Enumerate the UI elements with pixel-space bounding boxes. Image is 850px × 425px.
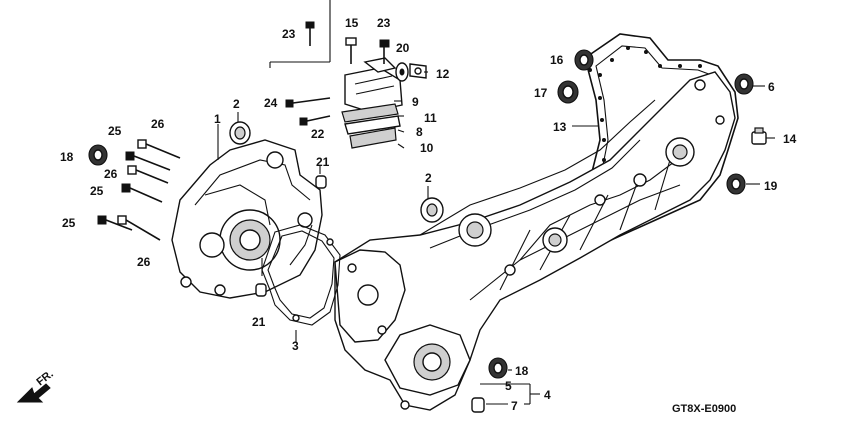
- leader-lines: [217, 0, 775, 405]
- callout-26: 26: [151, 117, 165, 131]
- callout-13: 13: [553, 120, 567, 134]
- callout-21: 21: [252, 315, 266, 329]
- crankcase-left: [171, 139, 323, 299]
- front-direction-label: FR.: [34, 368, 55, 388]
- bearing-6: [734, 73, 754, 95]
- callout-7: 7: [511, 399, 518, 413]
- callout-20: 20: [396, 41, 410, 55]
- bolt-23-left: [305, 21, 315, 46]
- callout-26: 26: [137, 255, 151, 269]
- seal-16: [574, 49, 594, 71]
- oil-seal-18-left: [88, 144, 108, 166]
- front-direction-arrow: FR.: [16, 368, 56, 403]
- callout-14: 14: [783, 132, 797, 146]
- callout-15: 15: [345, 16, 359, 30]
- callout-25: 25: [108, 124, 122, 138]
- bolt-26-lower: [117, 215, 161, 241]
- bolt-25-lower: [97, 215, 133, 231]
- bearing-17: [557, 80, 579, 104]
- callout-9: 9: [412, 95, 419, 109]
- bolt-25-upper: [125, 151, 171, 171]
- callout-1: 1: [214, 112, 221, 126]
- plug-14: [751, 127, 767, 145]
- seal-19: [726, 173, 746, 195]
- dowel-pin-21-lower: [255, 283, 267, 297]
- bolt-24: [285, 97, 331, 108]
- callout-labels: 1 2 2 3 4 5 6 7 8 9 10 11 12 13 14 15 16…: [60, 16, 797, 413]
- washer-20: [395, 62, 409, 82]
- callout-3: 3: [292, 339, 299, 353]
- bearing-2-middle: [420, 197, 444, 223]
- callout-5: 5: [505, 379, 512, 393]
- callout-10: 10: [420, 141, 434, 155]
- dowel-pin-21-upper: [315, 175, 327, 189]
- callout-26: 26: [104, 167, 118, 181]
- bolt-26-upper: [137, 139, 181, 159]
- callout-22: 22: [311, 127, 325, 141]
- callout-18: 18: [515, 364, 529, 378]
- callout-17: 17: [534, 86, 548, 100]
- callout-4: 4: [544, 388, 551, 402]
- bearing-2-upper: [229, 121, 251, 145]
- callout-23: 23: [377, 16, 391, 30]
- callout-16: 16: [550, 53, 564, 67]
- callout-25: 25: [90, 184, 104, 198]
- callout-2: 2: [425, 171, 432, 185]
- callout-12: 12: [436, 67, 450, 81]
- left-case-gasket: [261, 224, 341, 326]
- bolt-23-right: [379, 39, 390, 64]
- callout-2: 2: [233, 97, 240, 111]
- reed-valve-assembly: [341, 57, 403, 149]
- callout-6: 6: [768, 80, 775, 94]
- callout-11: 11: [424, 111, 437, 125]
- clamp-12: [409, 63, 427, 79]
- callout-23: 23: [282, 27, 296, 41]
- oil-seal-18-bottom: [488, 357, 508, 379]
- bolt-25-middle: [121, 183, 163, 203]
- callout-25: 25: [62, 216, 76, 230]
- callout-19: 19: [764, 179, 778, 193]
- callout-18: 18: [60, 150, 74, 164]
- bolt-26-middle: [127, 165, 169, 184]
- bolt-22: [299, 115, 331, 126]
- diagram-code: GT8X-E0900: [672, 403, 736, 415]
- dowel-pin-7: [471, 397, 485, 413]
- callout-8: 8: [416, 125, 423, 139]
- bolt-15: [345, 37, 357, 64]
- callout-21: 21: [316, 155, 330, 169]
- callout-24: 24: [264, 96, 278, 110]
- crankcase-right-body: [334, 71, 736, 411]
